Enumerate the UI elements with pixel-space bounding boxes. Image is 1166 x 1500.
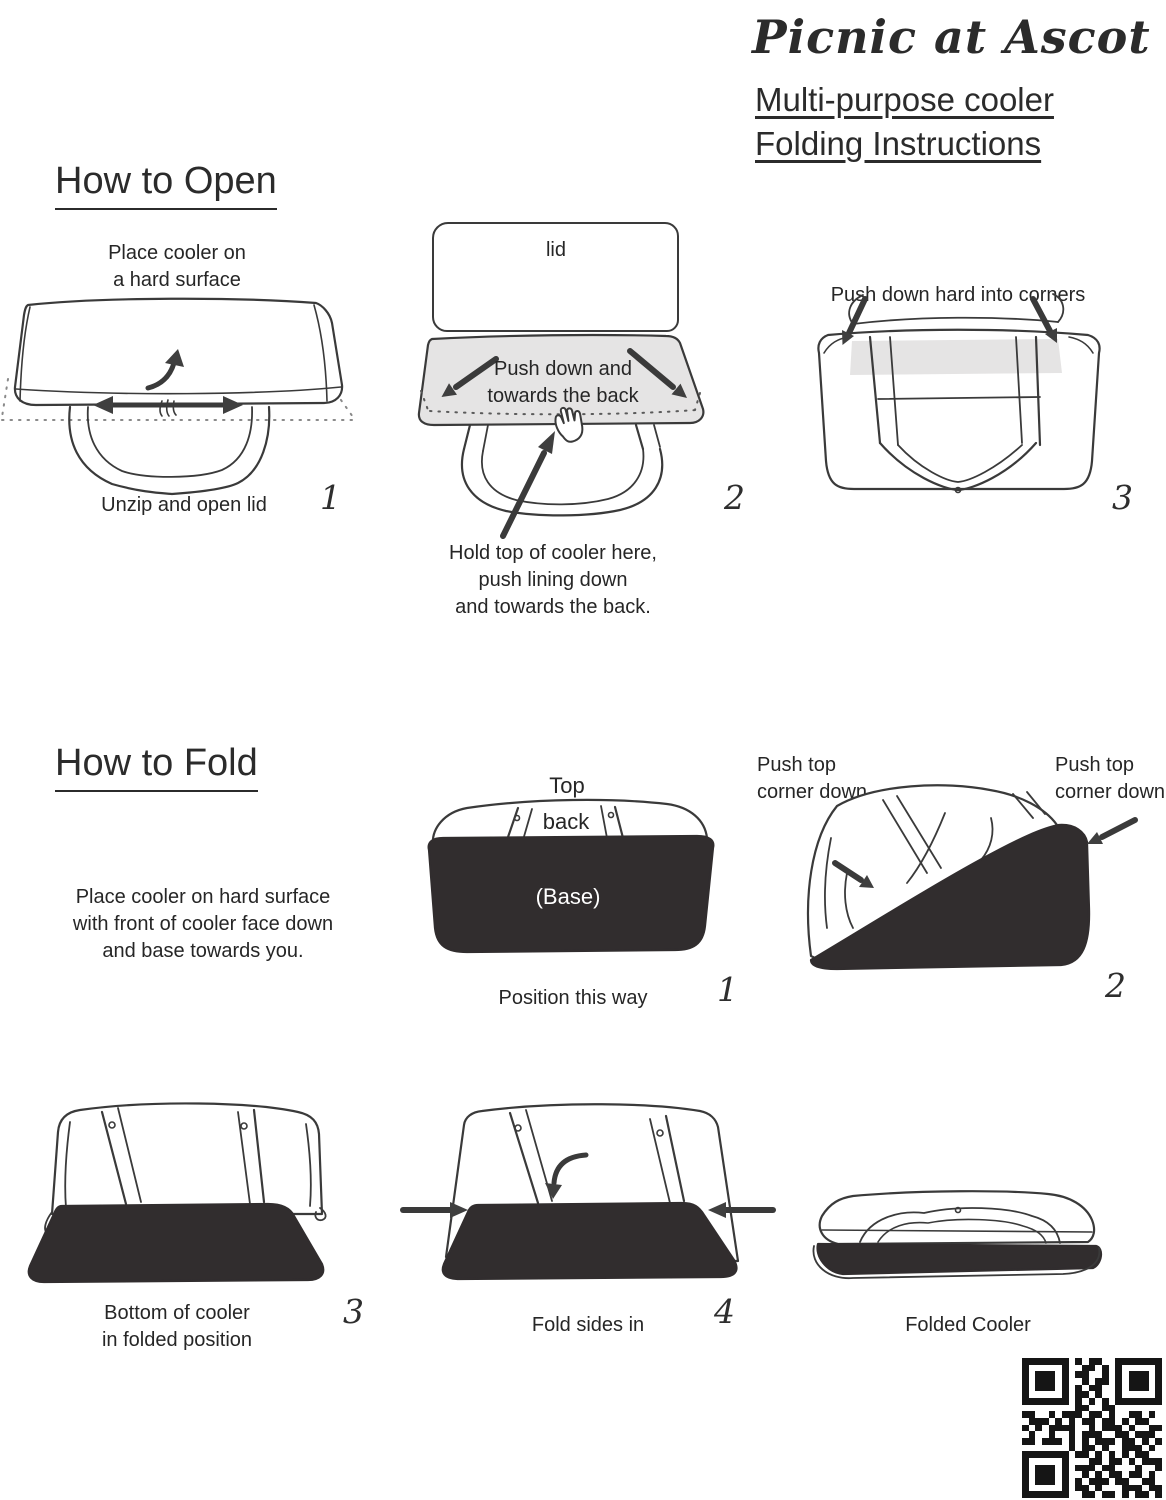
fold-step4-number: 4: [714, 1292, 735, 1331]
folded-cooler-illustration: [812, 1190, 1103, 1279]
folded-cooler-caption: Folded Cooler: [905, 1314, 1031, 1336]
fold-intro-text: Place cooler on hard surface with front …: [72, 886, 334, 962]
lid-label: lid: [545, 239, 567, 261]
sheet-title-line2: Folding Instructions: [755, 125, 1042, 162]
corner-right-arrow-icon: [1030, 296, 1057, 343]
fold-left-arrow-icon: [400, 1202, 468, 1218]
fold-step4-illustration: [400, 1103, 776, 1281]
push-corner-right-arrow-icon: [1087, 817, 1138, 844]
push-down-left-arrow-icon: [441, 356, 499, 397]
fold-down-arrow-icon: [545, 1152, 589, 1199]
fold-step1-number: 1: [717, 970, 738, 1009]
open-step3-illustration: [817, 293, 1101, 494]
fold-step2-number: 2: [1105, 966, 1126, 1005]
fold-step3-caption: Bottom of cooler in folded position: [101, 1302, 253, 1351]
folded-bottom-dark: [27, 1202, 325, 1284]
open-step2-illustration: [417, 333, 705, 539]
fold-step1-caption: Position this way: [498, 987, 648, 1009]
folded-base-dark: [816, 1242, 1103, 1276]
inside-back-panel: [850, 339, 1062, 375]
hand-icon: [554, 406, 584, 443]
lid-panel: [432, 222, 679, 332]
folded-bottom-dark: [441, 1201, 738, 1281]
open-section-heading: How to Open: [55, 160, 277, 210]
folded-base-dark: [809, 823, 1091, 971]
lining-dotted-line: [420, 390, 701, 416]
fold-step1-illustration: [427, 798, 715, 954]
corner-left-arrow-icon: [842, 296, 868, 345]
qr-code: [1022, 1358, 1162, 1498]
fold-step3-number: 3: [343, 1292, 364, 1331]
fold-step1-base-label: (Base): [535, 884, 601, 909]
fold-step3-illustration: [27, 1102, 327, 1284]
open-step3-note: Push down hard into corners: [830, 284, 1086, 306]
unzip-double-arrow-icon: [93, 396, 243, 414]
ground-dotted-line: [1, 378, 354, 421]
fold-step2-left-note: Push top corner down: [757, 754, 868, 803]
open-step3-number: 3: [1112, 478, 1133, 517]
push-corner-left-arrow-icon: [832, 860, 874, 888]
open-step1-number: 1: [320, 478, 341, 517]
fold-section-heading: How to Fold: [55, 742, 258, 792]
fold-step4-caption: Fold sides in: [531, 1314, 645, 1336]
fold-right-arrow-icon: [708, 1202, 776, 1218]
brand-logo: Picnic at Ascot: [752, 10, 1151, 64]
fold-step2-right-note: Push top corner down: [1055, 754, 1166, 803]
open-step1-illustration: [1, 297, 354, 496]
fold-step2-illustration: [806, 784, 1138, 971]
open-step2-caption: Hold top of cooler here, push lining dow…: [449, 542, 657, 618]
cooler-base-dark: [427, 834, 715, 954]
fold-step1-back-label: back: [542, 809, 590, 834]
open-step1-note: Place cooler on a hard surface: [108, 242, 246, 291]
open-step2-number: 2: [724, 478, 745, 517]
fold-step1-top-label: Top: [549, 773, 585, 798]
push-down-panel-text: Push down and towards the back: [487, 358, 639, 407]
open-step1-caption: Unzip and open lid: [101, 494, 267, 516]
push-down-right-arrow-icon: [627, 348, 687, 398]
hold-here-arrow-icon: [500, 431, 555, 539]
open-direction-arrow-icon: [145, 349, 184, 391]
sheet-title-line1: Multi-purpose cooler: [755, 81, 1054, 118]
